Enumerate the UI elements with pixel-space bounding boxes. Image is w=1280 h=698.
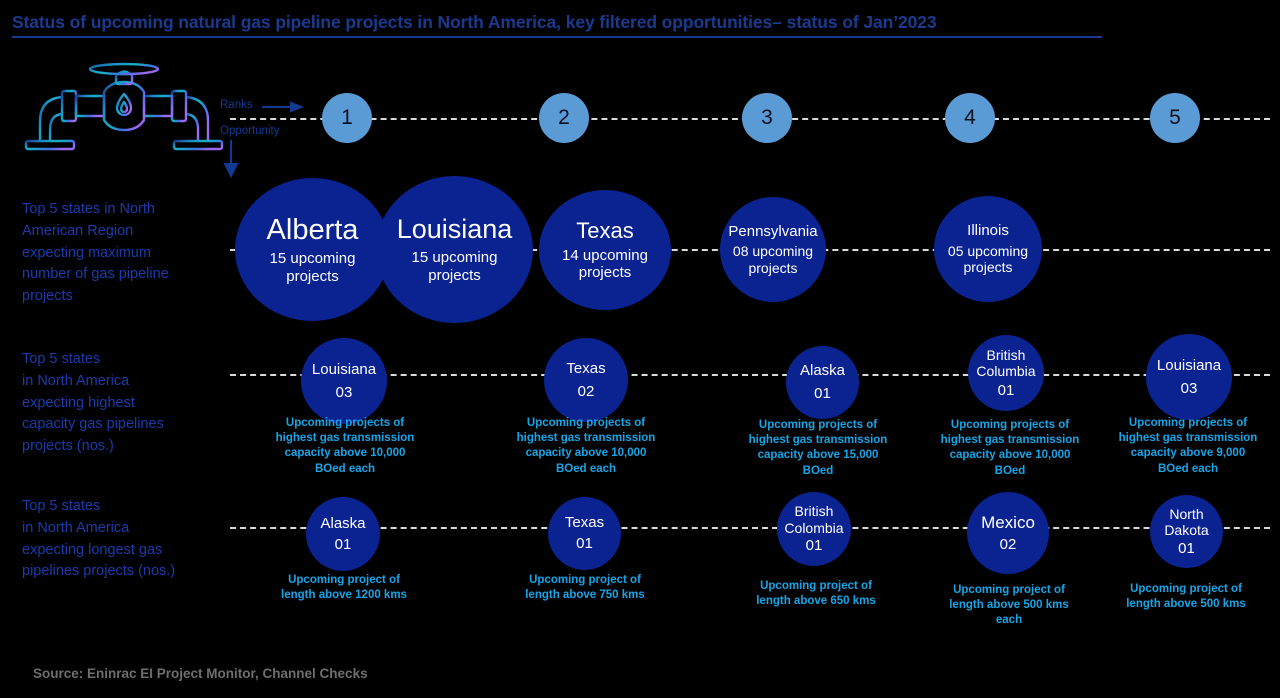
node-name: Alaska: [320, 514, 366, 532]
caption-row3-rank3: Upcoming project of length above 650 kms: [756, 580, 876, 608]
rank-bubble-2[interactable]: 2: [539, 93, 589, 143]
node-sub: 01: [997, 381, 1015, 399]
node-row2-rank2[interactable]: Texas 02: [544, 338, 628, 422]
caption-row3-rank4: Upcoming project of length above 500 kms…: [949, 584, 1069, 627]
node-name: Louisiana: [1156, 356, 1222, 374]
node-row3-rank3[interactable]: British Colombia 01: [777, 492, 851, 566]
node-row2-rank4[interactable]: British Columbia 01: [968, 335, 1044, 411]
rank-bubble-5[interactable]: 5: [1150, 93, 1200, 143]
node-sub: 05 upcoming projects: [947, 242, 1029, 276]
node-row3-rank1[interactable]: Alaska 01: [306, 497, 380, 571]
caption-row2-rank3: Upcoming projects of highest gas transmi…: [748, 419, 888, 477]
caption-row2-rank1: Upcoming projects of highest gas transmi…: [275, 417, 415, 475]
node-row2-rank3[interactable]: Alaska 01: [786, 346, 859, 419]
row2-rail: [230, 374, 1270, 376]
node-sub: 01: [1178, 539, 1195, 557]
row3-rail: [230, 527, 1270, 529]
node-sub: 01: [805, 537, 823, 555]
rank-bubble-4[interactable]: 4: [945, 93, 995, 143]
node-sub: 02: [999, 535, 1017, 553]
caption-row3-rank2: Upcoming project of length above 750 kms: [525, 574, 645, 602]
rank-bubble-3[interactable]: 3: [742, 93, 792, 143]
node-sub: 01: [334, 535, 352, 553]
caption-row3-rank5: Upcoming project of length above 500 kms: [1126, 583, 1246, 611]
node-sub: 15 upcoming projects: [411, 249, 498, 284]
caption-row2-rank5: Upcoming projects of highest gas transmi…: [1118, 417, 1258, 475]
ranks-axis-label: Ranks: [220, 99, 253, 111]
caption-row2-rank4: Upcoming projects of highest gas transmi…: [940, 419, 1080, 477]
node-name: Illinois: [967, 222, 1009, 240]
node-name: British Columbia: [976, 346, 1036, 380]
node-sub: 02: [577, 382, 595, 400]
node-sub: 01: [814, 385, 831, 402]
opportunity-arrow-icon: [222, 140, 240, 178]
node-name: British Colombia: [784, 503, 844, 536]
gas-pipeline-valve-icon: [18, 62, 230, 160]
node-row1-rank4[interactable]: Pennsylvania 08 upcoming projects: [720, 197, 826, 302]
node-name: Texas: [566, 359, 606, 377]
node-row3-rank4[interactable]: Mexico 02: [967, 492, 1049, 574]
node-row1-rank5[interactable]: Illinois 05 upcoming projects: [934, 196, 1042, 302]
node-name: Alaska: [799, 362, 846, 380]
node-sub: 03: [1180, 379, 1198, 397]
node-sub: 14 upcoming projects: [562, 246, 648, 282]
node-name: Louisiana: [396, 214, 513, 245]
node-sub: 08 upcoming projects: [732, 243, 814, 276]
node-name: Texas: [564, 514, 605, 532]
node-name: Alberta: [266, 214, 359, 247]
node-name: Mexico: [981, 512, 1035, 532]
node-row3-rank2[interactable]: Texas 01: [548, 497, 621, 570]
page-title: Status of upcoming natural gas pipeline …: [12, 12, 1102, 38]
row-label-longest-pipelines: Top 5 states in North America expecting …: [22, 498, 176, 580]
node-name: Louisiana: [311, 360, 377, 378]
caption-row2-rank2: Upcoming projects of highest gas transmi…: [516, 417, 656, 475]
node-row1-rank3[interactable]: Texas 14 upcoming projects: [539, 190, 671, 310]
opportunity-axis-label: Opportunity: [220, 125, 280, 137]
row-label-highest-capacity: Top 5 states in North America expecting …: [22, 351, 164, 454]
node-row3-rank5[interactable]: North Dakota 01: [1150, 495, 1223, 568]
node-row2-rank1[interactable]: Louisiana 03: [301, 338, 387, 424]
node-name: Texas: [576, 217, 634, 243]
node-row1-rank2[interactable]: Louisiana 15 upcoming projects: [376, 176, 533, 323]
ranks-arrow-icon: [262, 100, 304, 113]
node-name: Pennsylvania: [728, 222, 818, 240]
caption-row3-rank1: Upcoming project of length above 1200 km…: [281, 574, 407, 602]
node-name: North Dakota: [1164, 505, 1209, 539]
node-sub: 03: [335, 383, 353, 401]
node-row1-rank1[interactable]: Alberta 15 upcoming projects: [235, 178, 390, 321]
node-sub: 15 upcoming projects: [269, 250, 356, 286]
source-note: Source: Eninrac EI Project Monitor, Chan…: [33, 666, 368, 681]
row-label-most-projects: Top 5 states in North American Region ex…: [22, 201, 169, 304]
node-sub: 01: [576, 535, 593, 552]
rank-bubble-1[interactable]: 1: [322, 93, 372, 143]
node-row2-rank5[interactable]: Louisiana 03: [1146, 334, 1232, 420]
